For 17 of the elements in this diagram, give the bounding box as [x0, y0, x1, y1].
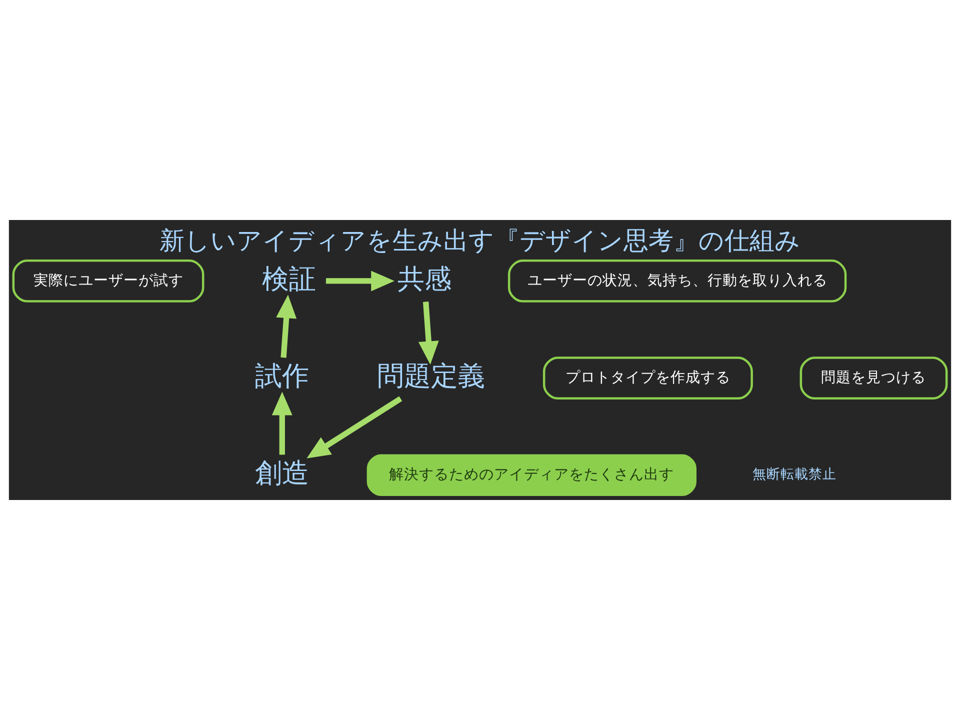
- node-box: ユーザーの状況、気持ち、行動を取り入れる: [508, 260, 847, 302]
- node-box: 問題を見つける: [800, 356, 948, 400]
- arrow: [272, 392, 292, 455]
- node-box: 実際にユーザーが試す: [12, 260, 204, 302]
- node-box: プロトタイプを作成する: [542, 356, 753, 400]
- label: 無断転載禁止: [752, 466, 837, 483]
- node-text: 試作: [255, 361, 310, 392]
- arrow: [418, 302, 439, 365]
- diagram-title: 新しいアイディアを生み出す『デザイン思考』の仕組み: [160, 226, 800, 255]
- arrow: [276, 294, 297, 358]
- node-text: 検証: [262, 264, 316, 295]
- arrow: [326, 270, 395, 292]
- node-text: 共感: [397, 264, 452, 295]
- node-box: 解決するためのアイディアをたくさん出す: [366, 454, 696, 496]
- node-text: 創造: [255, 458, 310, 490]
- arrow: [306, 396, 402, 458]
- node-text: 問題定義: [377, 361, 486, 392]
